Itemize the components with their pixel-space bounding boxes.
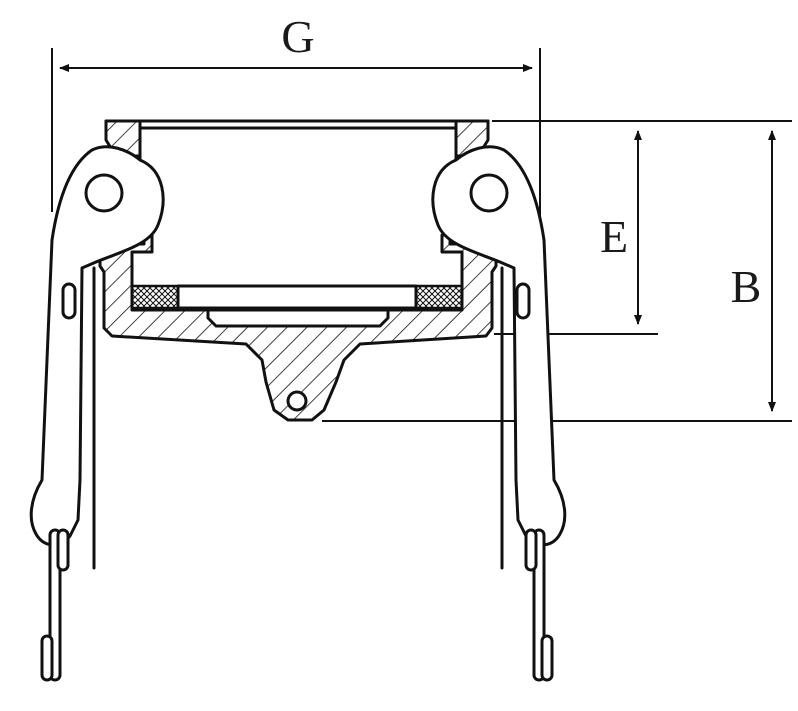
left-lever-slot	[61, 282, 77, 320]
dimension-b: B	[322, 130, 792, 422]
right-lever-slot	[515, 282, 531, 320]
left-lever-arm	[29, 145, 165, 547]
right-cam-lever	[431, 145, 567, 682]
dimension-e: E	[492, 120, 792, 335]
label-e: E	[600, 211, 628, 262]
chain-hole	[286, 390, 308, 412]
right-lever-arm	[431, 145, 567, 547]
gasket-center	[176, 284, 418, 310]
left-cam-lever	[29, 145, 165, 682]
gasket-right	[414, 284, 464, 310]
label-g: G	[281, 11, 314, 62]
dimension-g: G	[51, 11, 541, 225]
right-pivot-pin	[469, 173, 509, 213]
gasket-left	[130, 284, 180, 310]
bottom-recess	[206, 308, 390, 328]
left-pivot-pin	[84, 173, 124, 213]
label-b: B	[731, 261, 762, 312]
coupling-body	[98, 119, 498, 422]
